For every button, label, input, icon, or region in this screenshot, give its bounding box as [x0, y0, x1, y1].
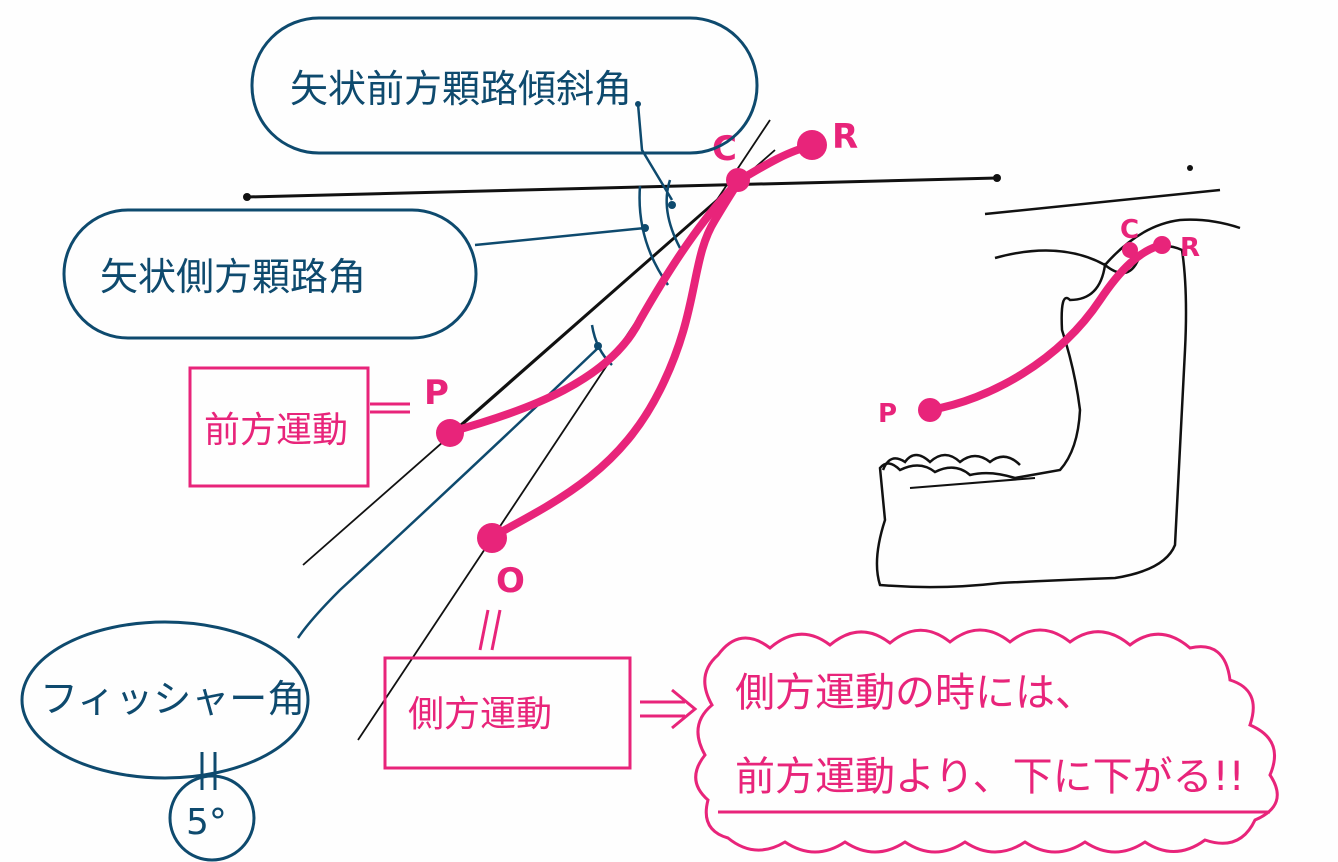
angle-arc-protrusive — [665, 179, 682, 249]
lateral-connector — [478, 609, 490, 651]
note-line-2: 前方運動より、下に下がる!! — [735, 754, 1245, 800]
fischer-angle-label: フィッシャー角 — [40, 677, 305, 721]
point-r-label: R — [832, 117, 858, 157]
note-cloud — [694, 628, 1279, 854]
fischer-angle-bubble — [20, 620, 310, 780]
sagittal-protrusive-label: 矢状前方顆路傾斜角 — [290, 67, 632, 111]
fischer-value: 5° — [186, 802, 227, 843]
reference-line-end-dot — [243, 193, 251, 201]
point-o-label: O — [496, 561, 525, 601]
protrusive-construction-line — [302, 149, 776, 566]
sagittal-protrusive-bubble — [250, 16, 759, 155]
leader-dot — [641, 224, 649, 232]
point-c-dot — [726, 168, 750, 192]
protrusive-path — [446, 176, 744, 436]
mandible-point-r-dot — [1153, 236, 1171, 254]
lateral-path — [486, 174, 746, 542]
protrusive-movement-label: 前方運動 — [204, 410, 348, 451]
horizontal-reference-line — [246, 176, 998, 199]
mandible-point-p-label: P — [878, 399, 897, 429]
mandible-point-p-dot — [918, 398, 942, 422]
fischer-value-circle — [168, 774, 256, 862]
angle-arc-lateral — [638, 185, 670, 286]
protrusive-movement-box — [188, 366, 370, 488]
point-p-label: P — [424, 373, 449, 413]
lateral-movement-label: 側方運動 — [408, 694, 552, 735]
point-r-dot — [797, 130, 827, 160]
mandible-point-r-label: R — [1180, 233, 1200, 263]
sagittal-lateral-bubble — [62, 208, 478, 340]
reference-dot — [1187, 165, 1193, 171]
lateral-connector — [490, 609, 502, 651]
leader-dot — [635, 101, 641, 107]
occlusal-line — [909, 477, 1036, 489]
teeth-outline — [881, 453, 1021, 471]
lateral-movement-box — [383, 656, 632, 770]
point-p-dot — [436, 419, 464, 447]
point-o-dot — [477, 523, 507, 553]
note-line-1: 側方運動の時には、 — [735, 670, 1095, 716]
leader-line-protrusive — [636, 103, 674, 201]
arrow-icon — [640, 688, 698, 730]
leader-line-lateral — [474, 226, 646, 247]
mandible-protrusive-path — [926, 241, 1166, 414]
mandible-outline — [875, 244, 1188, 589]
leader-dot — [668, 201, 676, 209]
mandible-point-c-label: C — [1120, 215, 1139, 245]
sagittal-lateral-label: 矢状側方顆路角 — [100, 255, 366, 299]
reference-line-end-dot — [993, 174, 1001, 182]
mandible-point-c-dot — [1122, 242, 1138, 258]
leader-dot — [594, 342, 602, 350]
fossa-outline — [994, 218, 1241, 267]
protrusive-construction-line-2 — [451, 174, 746, 433]
mandible-reference-line — [984, 188, 1221, 216]
